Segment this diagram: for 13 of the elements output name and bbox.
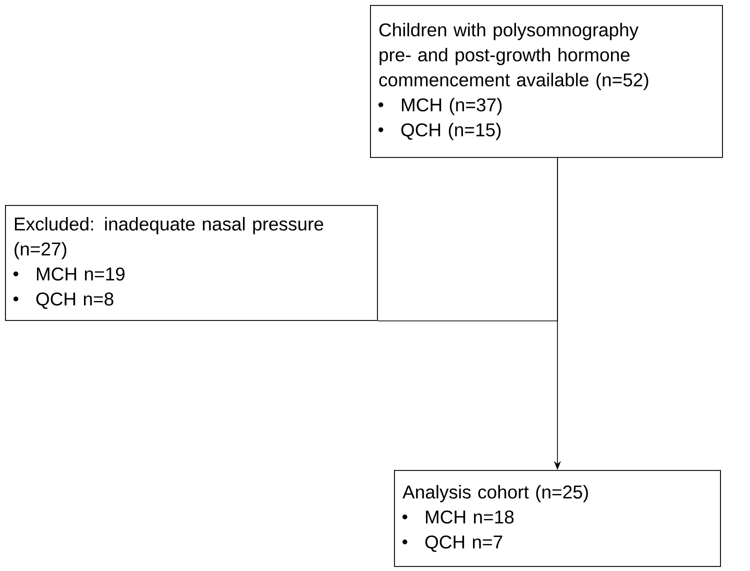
box-heading: Analysis cohort (n=25) xyxy=(402,485,588,502)
flow-box xyxy=(370,5,723,158)
bullet-item: QCH n=8 xyxy=(36,292,114,309)
bullet-item: MCH n=19 xyxy=(36,267,125,281)
bullet-item: MCH n=18 xyxy=(426,510,514,524)
flow-box xyxy=(394,470,721,567)
box-heading: Children with polysomnography pre- and post-growth hormone commencement available (n=52) xyxy=(379,22,648,90)
flow-box xyxy=(5,205,378,321)
box-heading: Excluded: inadequate nasal pressure (n=27) xyxy=(14,217,324,260)
bullet-item: QCH (n=15) xyxy=(401,122,501,140)
connector xyxy=(378,158,558,322)
bullet-item: QCH n=7 xyxy=(425,536,502,552)
bullet-item: MCH (n=37) xyxy=(402,98,502,116)
